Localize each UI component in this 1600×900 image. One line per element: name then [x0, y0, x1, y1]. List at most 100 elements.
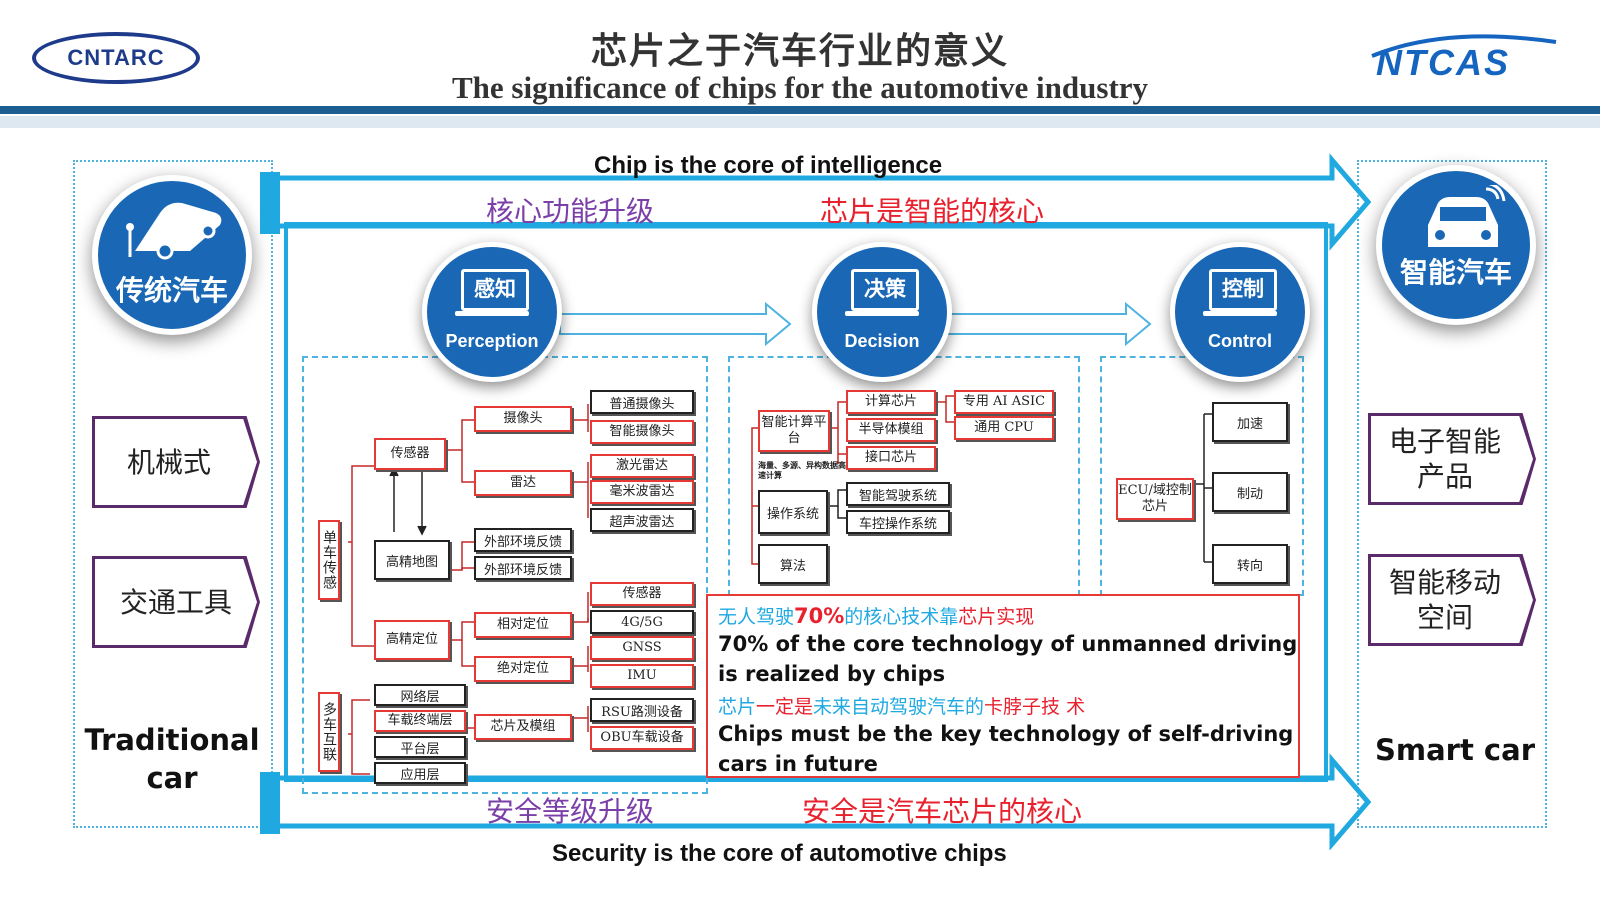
logo-left: CNTARC	[32, 32, 200, 84]
stage-control-cn: 控制	[1209, 269, 1277, 311]
smart-car-label: 智能汽车	[1399, 256, 1512, 289]
box-relative-position: 相对定位	[474, 612, 572, 638]
box-relative-type: 传感器	[590, 582, 694, 606]
right-item-line: 空间	[1416, 601, 1473, 634]
left-item-label: 机械式	[126, 445, 211, 479]
box-camera-type: 智能摄像头	[590, 420, 694, 444]
box-radar-type: 毫米波雷达	[590, 480, 694, 504]
decision-connectors	[751, 395, 954, 565]
traditional-car-label: 传统汽车	[115, 274, 228, 307]
stage-decision: 决策 Decision	[812, 242, 952, 382]
laptop-icon	[1203, 311, 1277, 316]
box-radar-type: 激光雷达	[590, 454, 694, 478]
box-camera: 摄像头	[474, 406, 572, 432]
box-camera-type: 普通摄像头	[590, 390, 694, 414]
note-en-line: cars in future	[718, 752, 878, 776]
note-cn-line-2: 芯片一定是未来自动驾驶汽车的卡脖子技 术	[718, 692, 1085, 719]
header-band-light	[0, 116, 1600, 128]
note-fragment: 70%	[794, 604, 845, 628]
key-note-box: 无人驾驶70%的核心技术靠芯片实现 70% of the core techno…	[706, 594, 1300, 778]
bottom-arrow-cn-left: 安全等级升级	[486, 795, 655, 828]
note-fragment: 卡脖子技 术	[984, 696, 1086, 718]
box-chip-type: 专用 AI ASIC	[954, 390, 1054, 414]
left-panel	[73, 160, 273, 828]
left-item-mechanical: 机械式	[92, 416, 260, 508]
box-layer: 平台层	[374, 736, 466, 758]
platform-note: 海量、多源、异构数据高速计算	[758, 460, 846, 481]
stage-decision-en: Decision	[844, 331, 920, 351]
page-title-en: The significance of chips for the automo…	[451, 70, 1149, 105]
box-device: RSU路测设备	[590, 698, 694, 722]
box-decision-chip: 接口芯片	[846, 446, 936, 470]
control-connectors	[1194, 413, 1212, 563]
box-compute-platform: 智能计算平台	[758, 410, 830, 452]
logo-swoosh-icon	[1371, 34, 1557, 58]
smart-car-caption: Smart car	[1375, 733, 1535, 767]
box-algorithm: 算法	[758, 544, 828, 584]
laptop-icon	[845, 311, 919, 316]
top-arrow-cn-right: 芯片是智能的核心	[820, 195, 1045, 228]
box-radar-type: 超声波雷达	[590, 508, 694, 532]
box-layer: 车载终端层	[374, 710, 466, 732]
top-arrow-en: Chip is the core of intelligence	[594, 152, 943, 179]
traditional-car-circle: 传统汽车	[92, 175, 252, 335]
box-layer: 应用层	[374, 762, 466, 784]
box-os-type: 智能驾驶系统	[846, 482, 950, 506]
box-device: OBU车载设备	[590, 726, 694, 750]
box-os-type: 车控操作系统	[846, 510, 950, 534]
box-sensor: 传感器	[374, 438, 446, 470]
note-en-line: Chips must be the key technology of self…	[718, 722, 1294, 746]
note-fragment: 无人驾驶	[718, 606, 795, 628]
note-cn-line-1: 无人驾驶70%的核心技术靠芯片实现	[718, 602, 1034, 629]
note-fragment: 芯片	[718, 696, 757, 718]
box-chip-module: 芯片及模组	[474, 714, 572, 740]
bottom-arrow-cn-right: 安全是汽车芯片的核心	[802, 795, 1083, 828]
flow-arrows	[260, 153, 1372, 850]
box-env-feedback-2: 外部环境反馈	[474, 556, 572, 580]
caption-line: Traditional	[84, 723, 260, 757]
note-fragment: 一定是	[756, 696, 814, 718]
box-decision-chip: 半导体模组	[846, 418, 936, 442]
right-item-line: 电子智能	[1388, 425, 1501, 458]
stage-control-en: Control	[1208, 331, 1272, 351]
bottom-arrow-en: Security is the core of automotive chips	[552, 840, 1007, 867]
page-title-cn: 芯片之于汽车行业的意义	[590, 31, 1009, 72]
stage-perception-en: Perception	[445, 331, 539, 351]
box-absolute-position: 绝对定位	[474, 656, 572, 682]
traditional-car-caption: Traditional car	[82, 722, 262, 797]
smart-car-icon	[1428, 185, 1506, 247]
note-fragment: 未来自动驾驶汽车的	[813, 696, 985, 718]
box-chip-type: 通用 CPU	[954, 416, 1054, 440]
box-absolute-type: GNSS	[590, 636, 694, 660]
box-control-action: 转向	[1212, 544, 1288, 584]
left-item-label: 交通工具	[119, 585, 232, 619]
box-env-feedback-1: 外部环境反馈	[474, 528, 572, 552]
box-radar: 雷达	[474, 470, 572, 496]
stage-control: 控制 Control	[1170, 242, 1310, 382]
box-layer: 网络层	[374, 684, 466, 706]
right-panel	[1357, 160, 1547, 828]
multi-car-label: 多车互联	[318, 692, 340, 772]
right-item-electronic: 电子智能 产品	[1368, 413, 1536, 505]
smart-car-circle: 智能汽车	[1376, 165, 1536, 325]
box-control-action: 制动	[1212, 472, 1288, 512]
note-en-line: is realized by chips	[718, 662, 946, 686]
stage-decision-cn: 决策	[851, 269, 919, 311]
box-os: 操作系统	[758, 490, 828, 534]
box-decision-chip: 计算芯片	[846, 390, 936, 414]
perception-connectors	[348, 404, 589, 775]
caption-line: car	[146, 760, 198, 795]
box-hd-position: 高精定位	[374, 620, 450, 660]
box-ecu: ECU/域控制芯片	[1116, 478, 1194, 520]
header-band	[0, 106, 1600, 114]
box-hd-map: 高精地图	[374, 540, 450, 580]
right-item-line: 产品	[1416, 460, 1473, 493]
top-arrow-cn-left: 核心功能升级	[486, 195, 655, 228]
laptop-icon	[455, 311, 529, 316]
box-control-action: 加速	[1212, 402, 1288, 442]
box-relative-type: 4G/5G	[590, 610, 694, 634]
single-car-label: 单车传感	[318, 520, 340, 600]
broken-car-icon	[126, 202, 222, 260]
right-item-mobility: 智能移动 空间	[1368, 554, 1536, 646]
stage-perception-cn: 感知	[461, 269, 529, 311]
